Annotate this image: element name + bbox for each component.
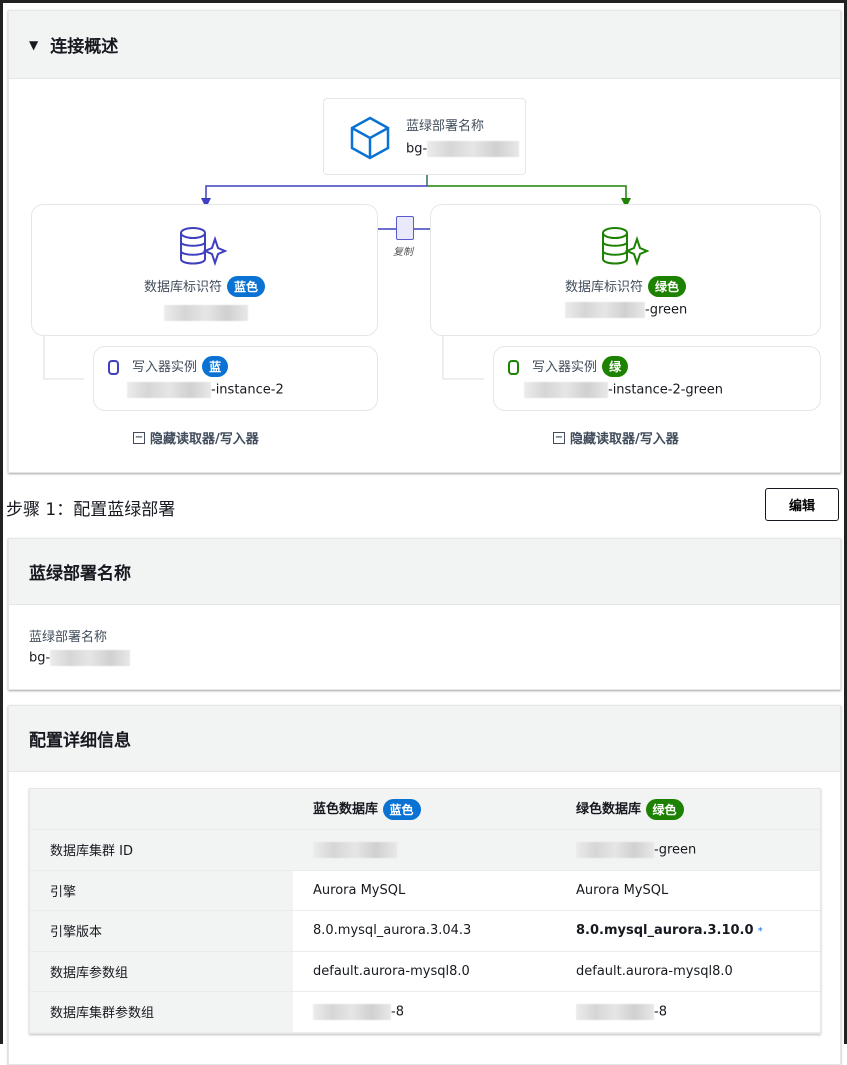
- green-database-icon: [602, 227, 649, 267]
- blue-database-icon: [180, 227, 227, 267]
- panel-title: 蓝绿部署名称: [29, 564, 131, 584]
- green-badge: 绿色: [648, 276, 687, 297]
- collapse-icon: −: [133, 431, 145, 444]
- panel-title: 配置详细信息: [29, 731, 131, 751]
- hide-readers-writers-green[interactable]: −隐藏读取器/写入器: [553, 431, 679, 447]
- table-header: 蓝色数据库 蓝色 绿色数据库 绿色: [30, 789, 820, 830]
- blue-writer-card: 写入器实例 蓝 -instance-2: [93, 346, 378, 411]
- edit-button[interactable]: 编辑: [765, 488, 839, 521]
- blue-db-identifier: [164, 302, 248, 321]
- table-row: 数据库集群 ID-green: [30, 829, 820, 871]
- cube-icon: [350, 116, 390, 160]
- deployment-name-value: bg-: [29, 650, 131, 666]
- blue-badge: 蓝色: [227, 276, 266, 297]
- overview-header[interactable]: ▼ 连接概述: [9, 11, 840, 79]
- replication-label: 复制: [393, 247, 413, 258]
- replication-icon: [396, 216, 414, 240]
- deployment-name-value: bg-: [406, 141, 428, 157]
- green-db-card: 数据库标识符 绿色 -green: [430, 204, 821, 336]
- green-db-icon: [508, 360, 519, 375]
- blue-writer-value: -instance-2: [127, 382, 284, 398]
- deployment-name-card: 蓝绿部署名称 bg-: [323, 98, 526, 175]
- blue-db-card: 数据库标识符 蓝色: [31, 204, 378, 336]
- green-writer-value: -instance-2-green: [524, 382, 723, 398]
- green-db-identifier: -green: [565, 302, 687, 318]
- caret-down-icon[interactable]: ▼: [29, 37, 39, 52]
- step-title: 步骤 1：配置蓝绿部署: [6, 500, 176, 520]
- blue-db-icon: [108, 360, 119, 375]
- overview-title: 连接概述: [50, 37, 119, 57]
- hide-readers-writers-blue[interactable]: −隐藏读取器/写入器: [133, 431, 259, 447]
- table-row: 数据库集群参数组-8-8: [30, 991, 820, 1033]
- collapse-icon: −: [553, 431, 565, 444]
- config-details-panel: 配置详细信息 蓝色数据库 蓝色 绿色数据库 绿色 数据库集群 ID-green …: [8, 705, 841, 1065]
- deployment-name-panel: 蓝绿部署名称 蓝绿部署名称 bg-: [8, 538, 841, 690]
- connection-overview-panel: ▼ 连接概述 蓝绿部署名称 bg- 复制 数据库标识符 蓝色 数据库标识符 绿色…: [8, 10, 841, 473]
- green-writer-card: 写入器实例 绿 -instance-2-green: [493, 346, 821, 411]
